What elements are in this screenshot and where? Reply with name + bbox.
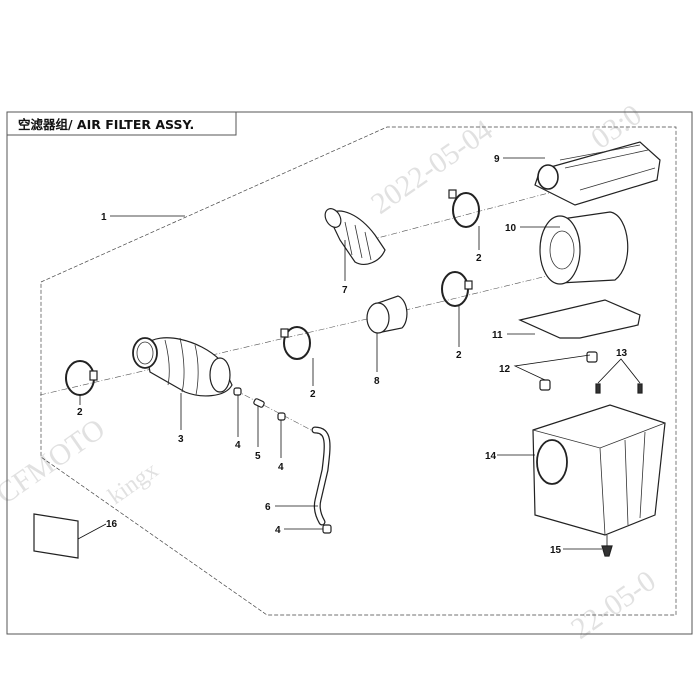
airbox-housing-part-14[interactable] [532,404,666,536]
callout-3: 3 [178,434,184,445]
airbox-cover-part-9[interactable] [534,141,661,206]
title-box [6,111,237,136]
elbow-fitting-part-12[interactable] [539,379,551,391]
callout-9: 9 [494,154,500,165]
callout-14: 14 [485,451,497,462]
coupler-part-8[interactable] [366,295,408,334]
hose-clip-part-4[interactable] [322,524,332,534]
axis-line [439,267,581,303]
callout-11: 11 [492,330,503,341]
callout-16: 16 [106,519,118,530]
leader-lines [77,157,641,550]
callout-10: 10 [505,223,517,234]
assembly-boundary [40,126,677,616]
callout-4: 4 [278,462,284,473]
callout-15: 15 [550,545,562,556]
callout-4: 4 [235,440,241,451]
intake-duct-part-3[interactable] [132,337,233,397]
drain-valve-part-15[interactable] [601,545,613,557]
clamp-part-2[interactable] [448,189,480,228]
callout-2: 2 [476,253,482,264]
clamp-part-2[interactable] [441,271,473,307]
screw-part-13[interactable] [595,383,601,394]
hose-clip-part-4[interactable] [233,387,242,396]
callout-6: 6 [265,502,271,513]
screw-part-13[interactable] [637,383,643,394]
callout-8: 8 [374,376,380,387]
elbow-fitting-part-12[interactable] [586,351,598,363]
callout-2: 2 [310,389,316,400]
clamp-part-2[interactable] [280,326,311,360]
callout-13: 13 [616,348,628,359]
watermark-user: kingx [104,457,164,510]
fitting-part-5[interactable] [253,398,265,408]
callout-7: 7 [342,285,348,296]
gasket-part-11[interactable] [518,299,641,339]
callout-12: 12 [499,364,511,375]
diagram-frame [6,111,693,635]
watermark-brand: CFMOTO [0,412,111,510]
callout-2: 2 [77,407,83,418]
callout-5: 5 [255,451,261,462]
callout-1: 1 [101,212,107,223]
label-sticker-part-16[interactable] [33,513,79,559]
hose-clip-part-4[interactable] [277,412,286,421]
diagram-title: 空滤器组/ AIR FILTER ASSY. [18,117,194,132]
upper-duct-part-7[interactable] [322,206,386,265]
callout-4: 4 [275,525,281,536]
callout-2: 2 [456,350,462,361]
clamp-part-2[interactable] [65,360,98,396]
air-filter-element-part-10[interactable] [539,211,629,285]
hose-part-6[interactable] [311,426,331,526]
